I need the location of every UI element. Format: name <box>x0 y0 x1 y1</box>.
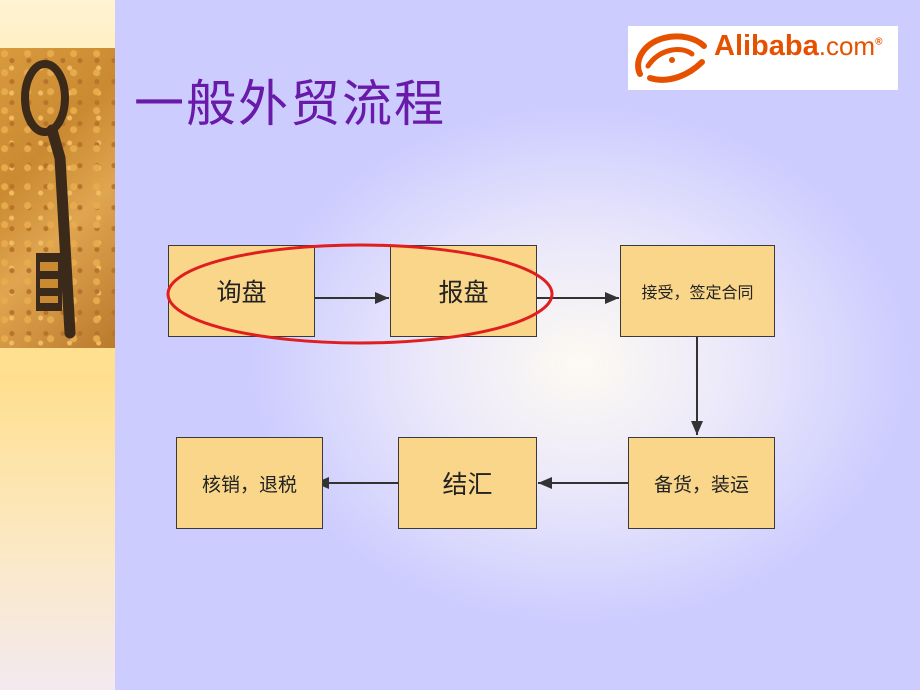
step-offer: 报盘 <box>390 245 537 337</box>
step-settlement: 结汇 <box>398 437 537 529</box>
slide-background <box>115 0 920 690</box>
logo-registered-mark: ® <box>875 36 883 48</box>
alibaba-smile-icon <box>635 33 707 83</box>
step-inquiry: 询盘 <box>168 245 315 337</box>
key-photo <box>0 48 115 348</box>
alibaba-logo: Alibaba.com® <box>628 26 898 90</box>
logo-text-main: Alibaba <box>714 30 819 62</box>
step-accept-contract: 接受，签定合同 <box>620 245 775 337</box>
key-icon <box>21 60 76 339</box>
step-prepare-ship: 备货，装运 <box>628 437 775 529</box>
logo-text-suffix: .com <box>818 31 876 61</box>
step-verify-rebate: 核销，退税 <box>176 437 323 529</box>
slide-title: 一般外贸流程 <box>134 75 446 133</box>
logo-wordmark: Alibaba.com® <box>714 30 882 63</box>
